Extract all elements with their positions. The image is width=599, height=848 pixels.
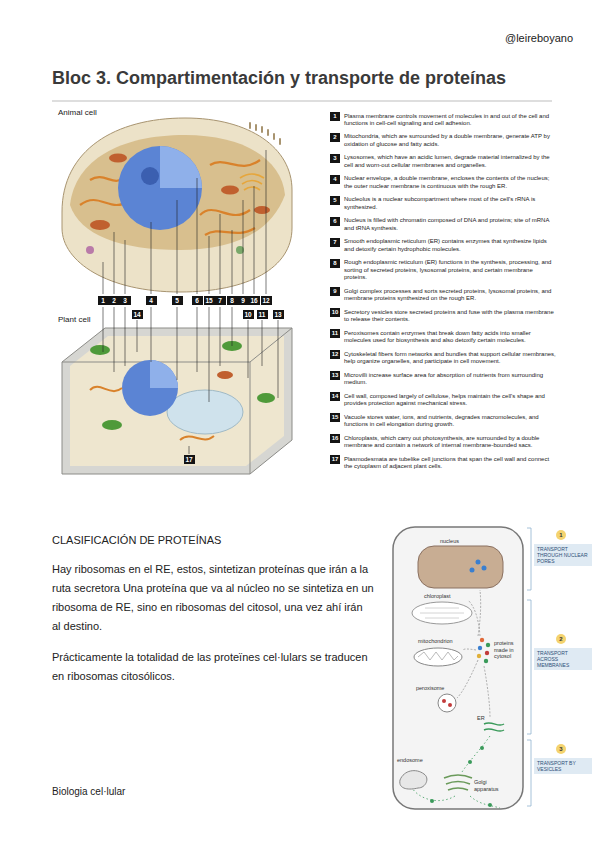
callout-number: 1 — [98, 296, 109, 305]
list-number: 9 — [330, 287, 340, 296]
list-number: 16 — [330, 434, 340, 443]
callout-number: 10 — [243, 310, 254, 319]
step-label: TRANSPORT THROUGH NUCLEAR PORES — [534, 544, 592, 566]
list-text: Peroxisomes contain enzymes that break d… — [344, 330, 556, 345]
list-text: Cell wall, composed largely of cellulose… — [344, 393, 556, 408]
step-number: 2 — [556, 634, 566, 644]
list-text: Plasmodesmata are tubelike cell junction… — [344, 456, 556, 471]
callout-number: 7 — [215, 296, 226, 305]
callout-number: 3 — [120, 296, 131, 305]
list-text: Lysosomes, which have an acidic lumen, d… — [344, 154, 556, 169]
list-number: 10 — [330, 308, 340, 317]
figure-label: Animal cell — [58, 108, 97, 117]
list-number: 11 — [330, 329, 340, 338]
list-text: Plasma membrane controls movement of mol… — [344, 113, 556, 128]
page-title: Bloc 3. Compartimentación y transporte d… — [52, 68, 506, 89]
callout-number: 16 — [249, 296, 260, 305]
body-text: Prácticamente la totalidad de las proteï… — [52, 648, 374, 686]
list-number: 15 — [330, 413, 340, 422]
list-number: 17 — [330, 455, 340, 464]
callout-number: 8 — [227, 296, 238, 305]
figure-label: Plant cell — [58, 315, 90, 324]
list-text: Microvilli increase surface area for abs… — [344, 372, 556, 387]
step-number: 3 — [556, 744, 566, 754]
organelle-label: endosome — [397, 757, 437, 764]
organelle-label: nucleus — [440, 538, 480, 545]
list-number: 5 — [330, 196, 340, 205]
list-text: Golgi complex processes and sorts secret… — [344, 288, 556, 303]
callout-number: 14 — [132, 310, 143, 319]
author-handle: @leireboyano — [505, 32, 573, 44]
callout-number: 12 — [261, 296, 272, 305]
list-number: 8 — [330, 259, 340, 268]
organelle-label: Golgi apparatus — [474, 779, 504, 792]
organelle-label: peroxisome — [416, 685, 456, 692]
list-number: 6 — [330, 217, 340, 226]
list-text: Mitochondria, which are surrounded by a … — [344, 133, 556, 148]
body-text: Hay ribosomas en el RE, estos, sintetiza… — [52, 560, 374, 636]
organelle-label: ER — [477, 715, 489, 722]
organelle-label: proteins made in cytosol — [494, 640, 521, 660]
callout-number: 11 — [257, 310, 268, 319]
step-number: 1 — [556, 530, 566, 540]
list-number: 3 — [330, 154, 340, 163]
step-label: TRANSPORT ACROSS MEMBRANES — [534, 648, 592, 670]
callout-number: 4 — [146, 296, 157, 305]
list-text: Nuclear envelope, a double membrane, enc… — [344, 175, 556, 190]
list-text: Nucleolus is a nuclear subcompartment wh… — [344, 196, 556, 211]
section-heading: CLASIFICACIÓN DE PROTEÍNAS — [52, 534, 221, 546]
list-number: 2 — [330, 133, 340, 142]
callout-number: 6 — [192, 296, 203, 305]
list-text: Rough endoplasmic reticulum (ER) functio… — [344, 259, 556, 282]
list-text: Secretory vesicles store secreted protei… — [344, 309, 556, 324]
callout-number: 9 — [238, 296, 249, 305]
callout-number: 17 — [184, 455, 195, 464]
list-number: 7 — [330, 238, 340, 247]
step-label: TRANSPORT BY VESICLES — [534, 758, 592, 774]
list-text: Nucleus is filled with chromatin compose… — [344, 217, 556, 232]
list-number: 13 — [330, 371, 340, 380]
callout-number: 13 — [273, 310, 284, 319]
organelle-label: chloroplast — [424, 593, 474, 600]
list-text: Smooth endoplasmic reticulum (ER) contai… — [344, 238, 556, 253]
list-number: 1 — [330, 112, 340, 121]
list-text: Cytoskeletal fibers form networks and bu… — [344, 351, 556, 366]
list-number: 4 — [330, 175, 340, 184]
page-footer: Biologia cel·lular — [52, 786, 125, 797]
list-number: 14 — [330, 392, 340, 401]
callout-number: 5 — [172, 296, 183, 305]
list-text: Chloroplasts, which carry out photosynth… — [344, 435, 556, 450]
callout-number: 15 — [204, 296, 215, 305]
callout-number: 2 — [109, 296, 120, 305]
organelle-label: mitochondrion — [418, 638, 468, 645]
list-text: Vacuole stores water, ions, and nutrient… — [344, 414, 556, 429]
list-number: 12 — [330, 350, 340, 359]
